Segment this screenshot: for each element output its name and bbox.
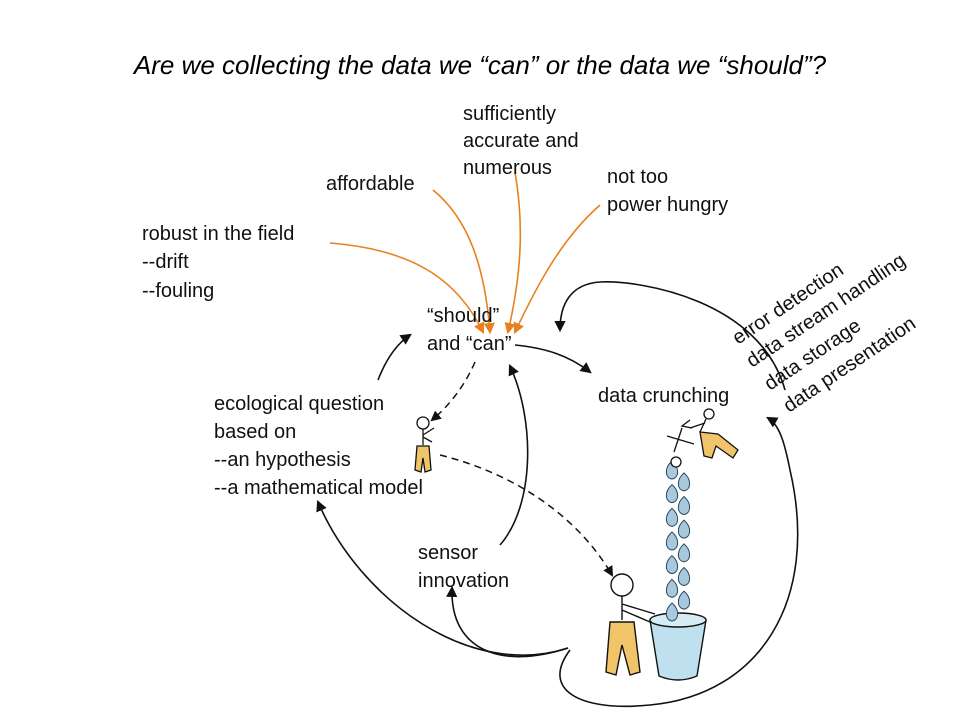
criterion-robust: robust in the field --drift --fouling	[142, 223, 294, 302]
center-line-2: and “can”	[427, 333, 512, 355]
data-drop-icon	[677, 543, 691, 563]
data-drop-icon	[665, 555, 679, 575]
data-drop-icon	[677, 566, 691, 587]
dashed-arrows	[430, 361, 614, 577]
arrow-sensor-to-center	[499, 363, 529, 546]
data-drop-icon	[677, 590, 691, 610]
data-drop-icon	[677, 495, 691, 516]
arrow-accurate	[504, 171, 522, 335]
data-drop-icon	[665, 531, 679, 551]
data-drop-icon	[665, 602, 679, 622]
ecological-line-3: --an hypothesis	[214, 449, 351, 471]
flow-arrows	[316, 281, 799, 708]
robust-line-3: --fouling	[142, 280, 214, 302]
arrow-power	[513, 204, 601, 335]
arrow-loop-bottom-to-sensor	[446, 585, 569, 658]
center-line-1: “should”	[427, 305, 499, 327]
accurate-line-2: accurate and	[463, 130, 579, 152]
sensor-line-1: sensor	[418, 542, 478, 564]
sensor-innovation: sensor innovation	[418, 542, 509, 592]
data-drop-icon	[677, 472, 691, 492]
arrow-question-to-center	[377, 333, 412, 381]
data-drop-icon	[677, 519, 691, 539]
data-drop-icon	[665, 507, 679, 527]
arrow-affordable	[432, 189, 495, 335]
thinking-person-icon	[414, 416, 435, 473]
criterion-accurate: sufficiently accurate and numerous	[463, 103, 579, 179]
pipeline-labels: error detection data stream handling dat…	[728, 249, 919, 417]
ecological-question: ecological question based on --an hypoth…	[214, 393, 423, 499]
dashed-center-to-person	[430, 361, 476, 422]
robust-line-1: robust in the field	[142, 223, 294, 245]
criteria-arrows	[329, 171, 601, 335]
power-line-1: not too	[607, 166, 668, 188]
arrow-right-loop-bottom	[559, 416, 799, 708]
arrow-loop-bottom-to-question	[316, 499, 569, 656]
data-crunching-label: data crunching	[598, 385, 729, 407]
arrow-to-crunching	[514, 344, 592, 374]
slide-title: Are we collecting the data we “can” or t…	[133, 50, 827, 80]
data-drops-column	[665, 460, 691, 622]
accurate-line-3: numerous	[463, 157, 552, 179]
data-drop-icon	[665, 578, 679, 598]
field-person-icon	[605, 573, 656, 676]
center-node: “should” and “can”	[427, 305, 512, 355]
accurate-line-1: sufficiently	[463, 103, 556, 125]
dashed-person-to-field	[439, 454, 614, 577]
cruncher-person-icon	[666, 408, 739, 468]
ecological-line-2: based on	[214, 421, 296, 443]
ecological-line-1: ecological question	[214, 393, 384, 415]
arrow-right-loop-to-center	[554, 281, 786, 391]
criterion-affordable: affordable	[326, 173, 415, 195]
bucket-icon	[649, 612, 707, 681]
arrow-robust	[329, 242, 485, 335]
sensor-line-2: innovation	[418, 570, 509, 592]
power-line-2: power hungry	[607, 194, 728, 216]
criterion-power: not too power hungry	[607, 166, 728, 216]
robust-line-2: --drift	[142, 251, 189, 273]
data-drop-icon	[665, 484, 679, 504]
ecological-line-4: --a mathematical model	[214, 477, 423, 499]
